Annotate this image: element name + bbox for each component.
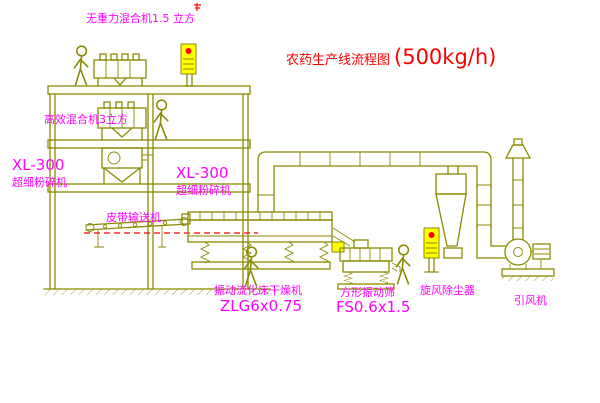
worker-figure-roof [73,45,89,86]
label-roof-mixer: 无重力混合机1.5 立方 [86,11,195,25]
worker-figure-second-floor [153,99,169,140]
sieve-discharge-spout [391,262,401,272]
discharge-gate [331,241,345,253]
label-pulverizer-center-name: 超细粉碎机 [176,183,231,197]
diagram-title: 农药生产线流程图 (500kg/h) [286,45,496,69]
dryer-feed-inlet [181,213,191,225]
roof-mixer-body [93,59,147,79]
diagram-capacity-text: (500kg/h) [394,45,496,69]
sieve-spring [343,271,353,285]
fan-motor [532,243,551,260]
vibration-spring [319,241,329,264]
worker-figure-sieve [395,244,411,285]
sieve-inlet [353,239,369,249]
cyclone-separator [435,173,467,259]
sieve-lower-deck [342,260,390,273]
labels: 无重力混合机1.5 立方 高效混合机3立方 XL-300 超细粉碎机 XL-30… [12,11,547,316]
cyclone-discharge-valve [443,247,463,259]
label-high-efficiency-mixer: 高效混合机3立方 [44,112,128,126]
label-belt-conveyor: 皮带输送机 [106,210,161,224]
ground-hatch [44,289,270,295]
label-cyclone: 旋风除尘器 [420,283,475,297]
tail-pulley [85,223,95,232]
roof-slab [47,85,251,95]
building-structure [43,85,271,295]
diagram-title-text: 农药生产线流程图 [286,53,390,68]
exhaust-duct [254,151,506,259]
sieve-spring [379,271,389,285]
cyclone-cone [435,193,467,247]
third-floor-slab [47,183,251,193]
fan-hub [513,247,523,257]
induced-draft-fan [501,238,555,281]
roof-mixer [93,53,147,87]
sieve-feed-chute [332,227,356,247]
label-pulverizer-left-model: XL-300 [12,156,64,174]
fan-base [501,268,555,277]
label-dryer-model: ZLG6x0.75 [220,297,302,315]
dryer-body [187,219,333,243]
control-cabinet-right [423,227,440,273]
indicator-lamp [185,48,192,54]
label-pulverizer-left-name: 超细粉碎机 [12,175,67,189]
pulverizer-outlet-pipe [142,154,154,170]
high-efficiency-mixer [97,101,147,141]
fluid-bed-dryer [181,211,333,270]
sieve-upper-deck [339,247,393,262]
cyclone-barrel [435,173,467,195]
fan-ground-hatch [502,276,554,281]
label-sieve-name: 方形振动筛 [340,285,395,299]
label-pulverizer-center-model: XL-300 [176,164,228,182]
red-revision-mark [194,3,201,11]
stack-rain-cap [504,144,532,159]
second-floor-slab [47,139,251,149]
square-vibrating-sieve [331,227,401,290]
cyclone-inlet-neck [447,165,459,175]
label-induced-draft-fan: 引风机 [514,293,547,307]
fan-volute [504,238,532,266]
stack-cap-top [513,138,523,146]
grinding-chamber [107,151,121,165]
pulverizer-body [101,147,143,169]
sieve-base [337,283,395,290]
pulverizer [101,147,154,185]
exhaust-stack [504,138,532,241]
vibration-spring [200,241,210,264]
vibration-spring [284,241,294,264]
dryer-base-frame [191,261,331,270]
control-cabinet-top [180,43,197,87]
label-dryer-name: 振动流化床干燥机 [214,283,302,297]
label-sieve-model: FS0.6x1.5 [336,298,410,316]
indicator-lamp [428,232,435,238]
